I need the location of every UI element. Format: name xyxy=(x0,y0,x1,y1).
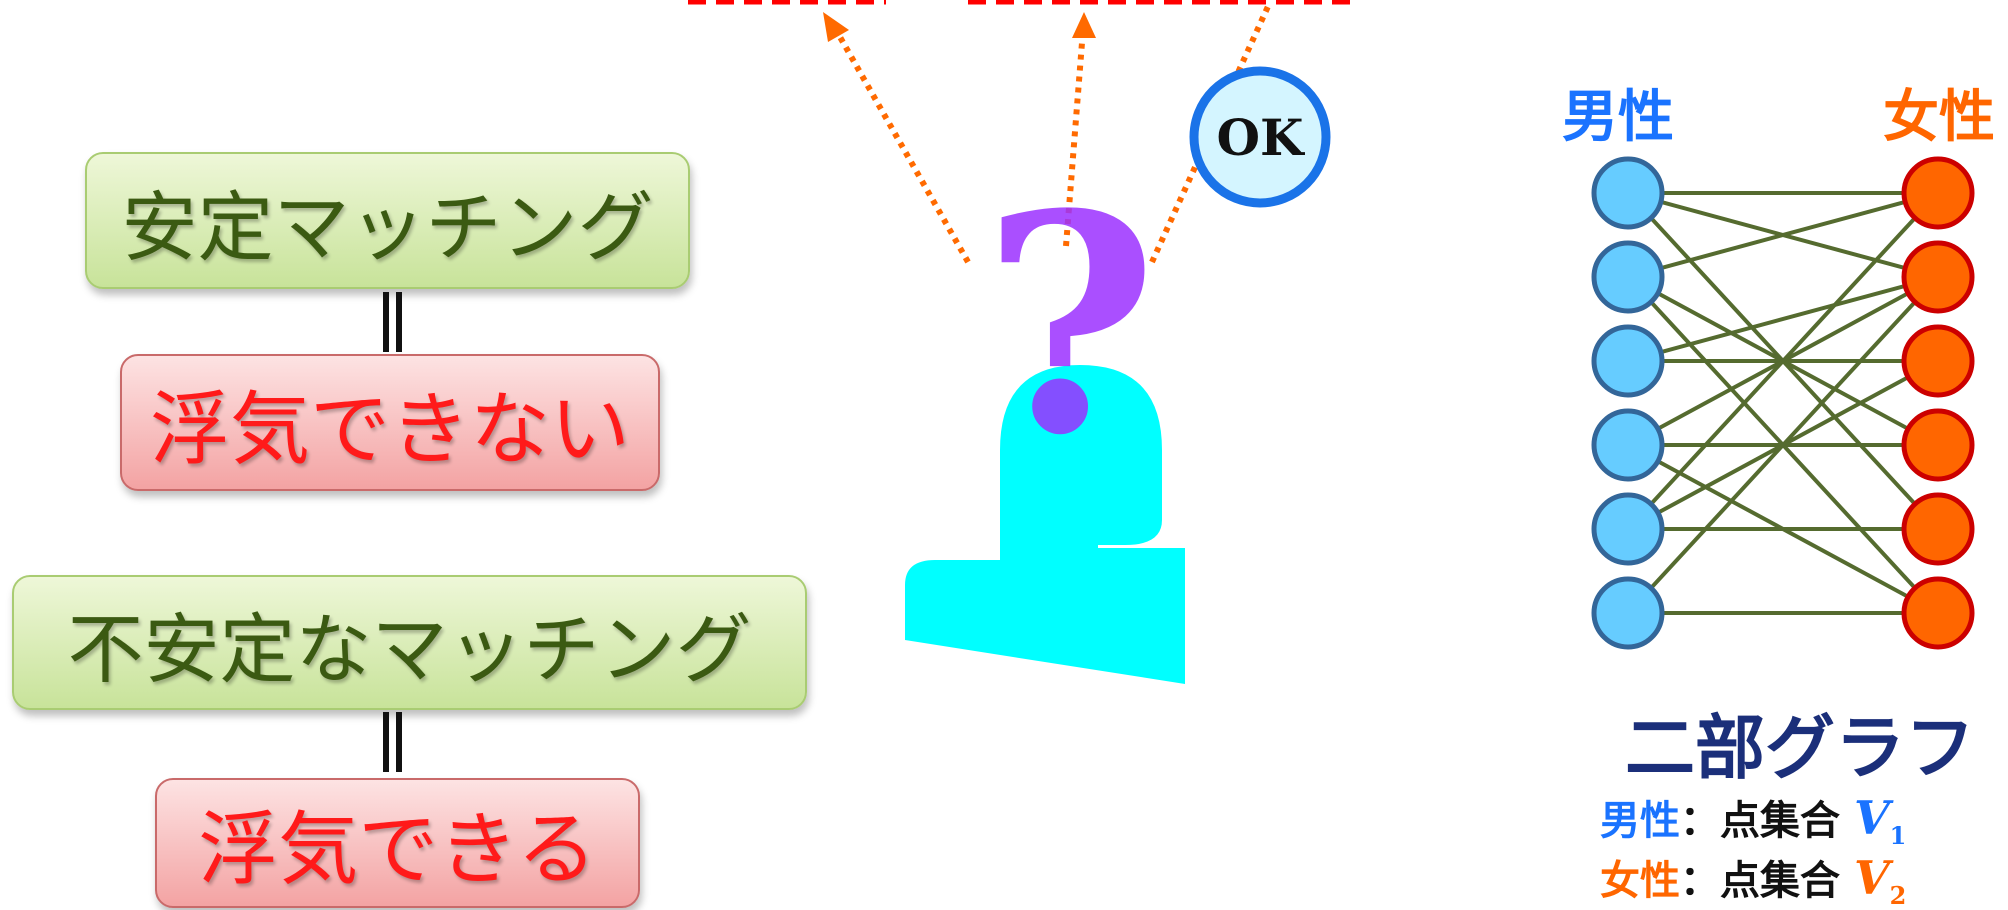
equals-bar-top-right xyxy=(396,292,402,352)
no-cheat-label: 浮気できない xyxy=(150,382,630,476)
equals-bar-bottom-right xyxy=(396,712,402,772)
women-heading: 女性 xyxy=(1883,84,1995,150)
legend-women-var-letter: V xyxy=(1853,851,1890,905)
unstable-matching-label: 不安定なマッチング xyxy=(67,604,752,694)
legend-colon-men: ： xyxy=(1680,797,1720,844)
legend-women-text: 点集合 xyxy=(1720,857,1840,904)
ok-badge-text: OK xyxy=(1216,108,1305,167)
legend-men-var: V1 xyxy=(1853,791,1906,850)
men-node xyxy=(1591,408,1665,482)
arrow-left-line xyxy=(833,28,971,264)
graph-edge xyxy=(1627,191,1939,279)
graph-edge xyxy=(1626,191,1940,531)
legend-men-row: 男性：点集合 V1 xyxy=(1600,788,1906,850)
men-node xyxy=(1591,492,1665,566)
unstable-matching-box: 不安定なマッチング xyxy=(12,575,807,710)
equals-bar-bottom-left xyxy=(383,712,389,772)
no-cheat-box: 浮気できない xyxy=(120,354,660,491)
women-node xyxy=(1901,408,1975,482)
arrow-right-line xyxy=(1149,0,1273,264)
stable-matching-label: 安定マッチング xyxy=(121,182,654,272)
arrow-middle-head xyxy=(1072,12,1096,38)
women-node xyxy=(1901,576,1975,650)
person-silhouette xyxy=(905,365,1185,684)
legend-women-prefix: 女性 xyxy=(1600,857,1680,904)
legend-men-prefix: 男性 xyxy=(1600,797,1680,844)
graph-edge xyxy=(1627,275,1939,363)
legend-colon-women: ： xyxy=(1680,857,1720,904)
women-node xyxy=(1901,492,1975,566)
question-mark: ? xyxy=(982,148,1158,501)
arrow-middle-line xyxy=(1063,29,1086,247)
men-node xyxy=(1591,156,1665,230)
women-node xyxy=(1901,240,1975,314)
men-node xyxy=(1591,324,1665,398)
legend-women-var: V2 xyxy=(1853,851,1906,910)
men-node xyxy=(1591,240,1665,314)
cheat-box: 浮気できる xyxy=(155,778,640,908)
legend-men-text: 点集合 xyxy=(1720,797,1840,844)
equals-bar-top-left xyxy=(383,292,389,352)
legend-men-var-letter: V xyxy=(1853,791,1890,845)
arrow-left-head xyxy=(823,12,849,42)
men-heading: 男性 xyxy=(1562,84,1674,150)
graph-edge xyxy=(1626,275,1940,615)
ok-badge-circle xyxy=(1189,66,1331,208)
legend-women-sub: 2 xyxy=(1889,881,1907,910)
legend-men-sub: 1 xyxy=(1889,821,1907,851)
stable-matching-box: 安定マッチング xyxy=(85,152,690,289)
legend-women-row: 女性：点集合 V2 xyxy=(1600,848,1906,910)
women-node xyxy=(1901,156,1975,230)
graph-title: 二部グラフ xyxy=(1625,706,1975,789)
cheat-label: 浮気できる xyxy=(198,803,597,896)
men-node xyxy=(1591,576,1665,650)
women-node xyxy=(1901,324,1975,398)
